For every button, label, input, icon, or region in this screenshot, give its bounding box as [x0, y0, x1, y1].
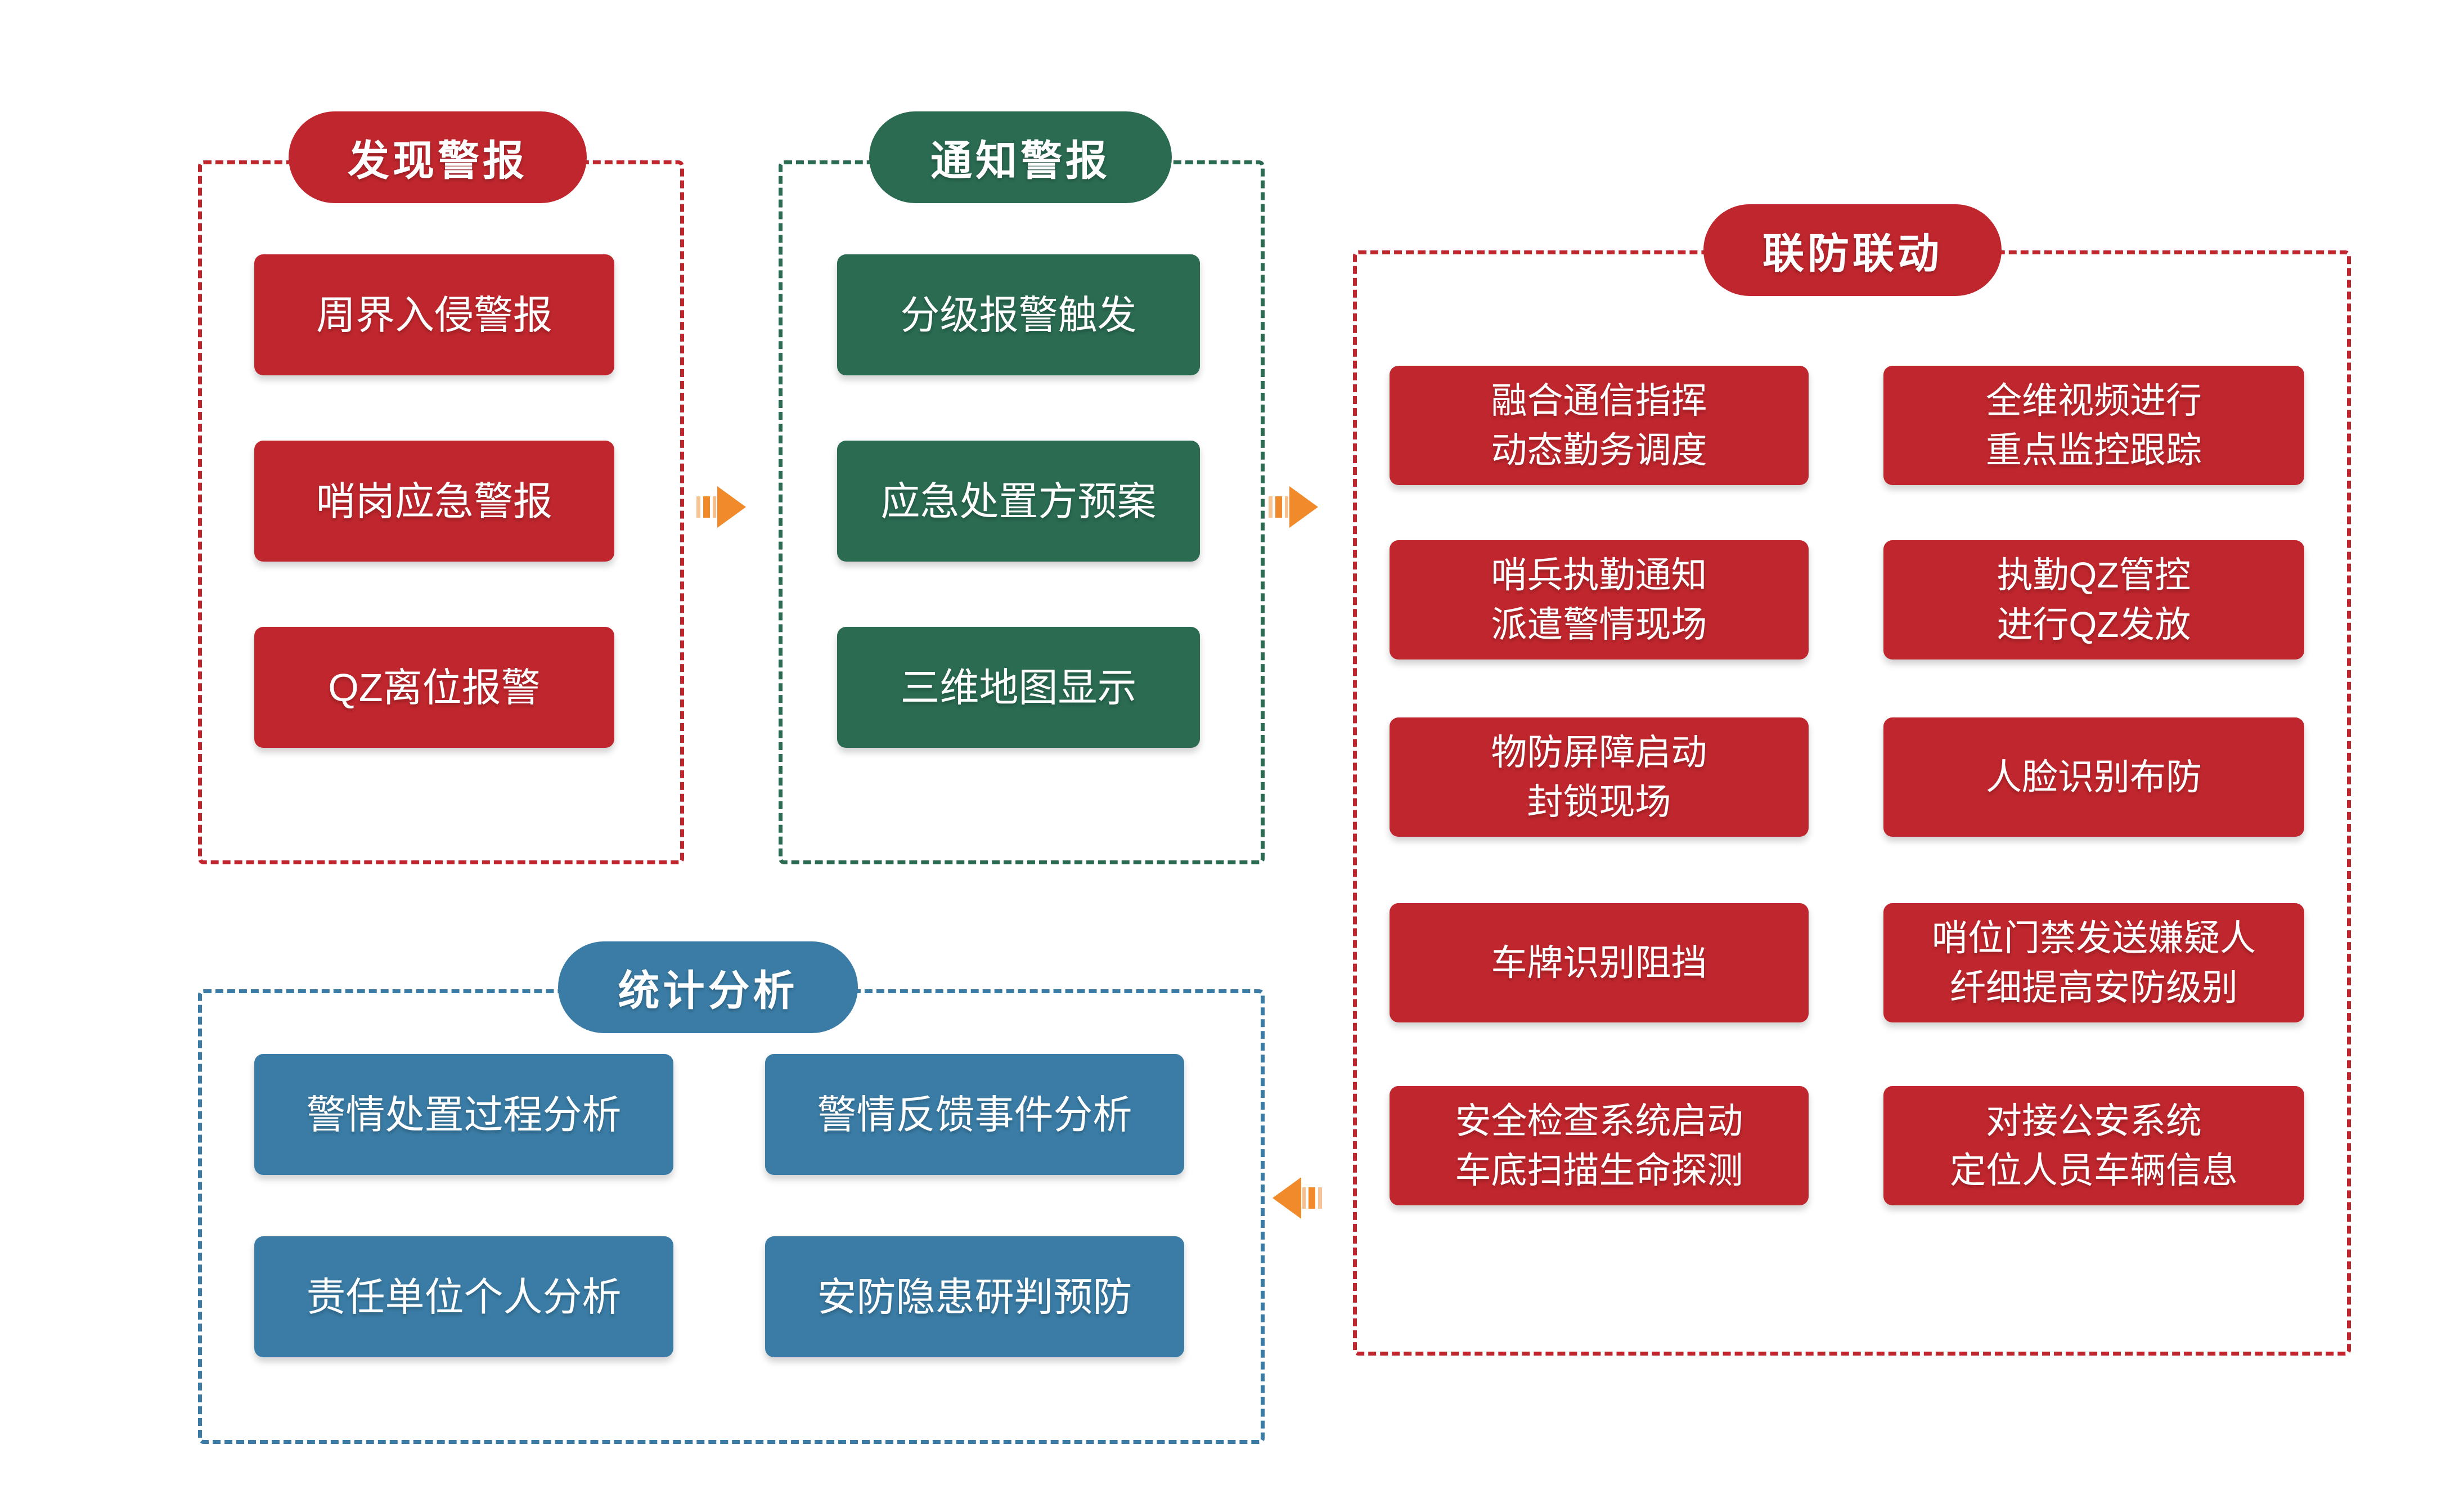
box-face-recognition-deployment: 人脸识别布防: [1883, 717, 2304, 837]
box-security-check-underbody-scan-life-detect: 安全检查系统启动 车底扫描生命探测: [1390, 1086, 1809, 1205]
box-label-line: 全维视频进行: [1986, 380, 2202, 421]
section-title-label: 联防联动: [1762, 230, 1943, 277]
section-title-label: 发现警报: [348, 137, 528, 184]
box-label-line: 分级报警触发: [900, 293, 1137, 337]
box-label-line: 车牌识别阻挡: [1491, 943, 1707, 983]
box-perimeter-intrusion-alarm: 周界入侵警报: [254, 254, 614, 375]
box-label-line: 警情反馈事件分析: [817, 1092, 1132, 1137]
box-emergency-response-plan: 应急处置方预案: [837, 441, 1200, 562]
flow-arrow-discover-to-notify: [696, 485, 747, 529]
box-sentry-access-suspect-security-level: 哨位门禁发送嫌疑人 纤细提高安防级别: [1883, 903, 2304, 1022]
box-security-risk-assessment-prevention: 安防隐患研判预防: [765, 1236, 1184, 1357]
box-label-line: 融合通信指挥: [1491, 380, 1707, 421]
box-label-line: 执勤QZ管控: [1997, 555, 2191, 595]
arrow-right-icon: [696, 486, 746, 528]
arrow-left-icon: [1273, 1177, 1322, 1219]
box-physical-barrier-lockdown-scene: 物防屏障启动 封锁现场: [1390, 717, 1809, 837]
box-sentry-post-emergency-alarm: 哨岗应急警报: [254, 441, 614, 562]
section-title-notify-alarm: 通知警报: [869, 111, 1172, 203]
box-label-line: 安全检查系统启动: [1455, 1101, 1743, 1141]
box-alarm-feedback-event-analysis: 警情反馈事件分析: [765, 1054, 1184, 1175]
box-3d-map-display: 三维地图显示: [837, 627, 1200, 748]
box-label-line: 应急处置方预案: [880, 479, 1157, 523]
box-label-line: 三维地图显示: [900, 665, 1137, 710]
box-label-line: 周界入侵警报: [316, 293, 552, 337]
box-plate-recognition-block: 车牌识别阻挡: [1390, 903, 1809, 1022]
flow-arrow-joint-to-stats: [1271, 1176, 1322, 1220]
box-label-line: 对接公安系统: [1986, 1101, 2202, 1141]
box-label-line: 纤细提高安防级别: [1950, 967, 2238, 1008]
box-label-line: 进行QZ发放: [1997, 604, 2191, 645]
box-police-system-locate-person-vehicle-info: 对接公安系统 定位人员车辆信息: [1883, 1086, 2304, 1205]
section-title-label: 通知警报: [930, 137, 1110, 184]
box-label-line: 动态勤务调度: [1491, 430, 1707, 470]
box-label-line: 警情处置过程分析: [306, 1092, 622, 1137]
box-fusion-comms-dynamic-dispatch: 融合通信指挥 动态勤务调度: [1390, 366, 1809, 485]
box-label-line: 哨兵执勤通知: [1491, 555, 1707, 595]
box-responsible-unit-individual-analysis: 责任单位个人分析: [254, 1236, 673, 1357]
box-label-line: QZ离位报警: [328, 665, 541, 710]
section-title-statistical-analysis: 统计分析: [558, 941, 858, 1033]
box-label-line: 哨位门禁发送嫌疑人: [1932, 918, 2256, 958]
box-label-line: 哨岗应急警报: [316, 479, 552, 523]
section-title-joint-defense: 联防联动: [1703, 204, 2002, 296]
box-label-line: 车底扫描生命探测: [1455, 1150, 1743, 1191]
box-alarm-handling-process-analysis: 警情处置过程分析: [254, 1054, 673, 1175]
section-title-label: 统计分析: [618, 967, 798, 1014]
box-sentry-duty-notify-dispatch-scene: 哨兵执勤通知 派遣警情现场: [1390, 540, 1809, 659]
box-label-line: 物防屏障启动: [1491, 732, 1707, 773]
box-tiered-alarm-trigger: 分级报警触发: [837, 254, 1200, 375]
box-label-line: 重点监控跟踪: [1986, 430, 2202, 470]
section-title-discover-alarm: 发现警报: [289, 111, 587, 203]
box-label-line: 安防隐患研判预防: [817, 1275, 1132, 1319]
flow-arrow-notify-to-joint: [1269, 485, 1319, 529]
box-qz-offpost-alarm: QZ离位报警: [254, 627, 614, 748]
box-label-line: 封锁现场: [1527, 782, 1671, 822]
box-omni-video-key-monitor-tracking: 全维视频进行 重点监控跟踪: [1883, 366, 2304, 485]
box-label-line: 人脸识别布防: [1986, 757, 2202, 797]
box-label-line: 定位人员车辆信息: [1950, 1150, 2238, 1191]
box-label-line: 责任单位个人分析: [306, 1275, 622, 1319]
box-label-line: 派遣警情现场: [1491, 604, 1707, 645]
box-duty-qz-control-issue: 执勤QZ管控 进行QZ发放: [1883, 540, 2304, 659]
arrow-right-icon: [1269, 486, 1318, 528]
